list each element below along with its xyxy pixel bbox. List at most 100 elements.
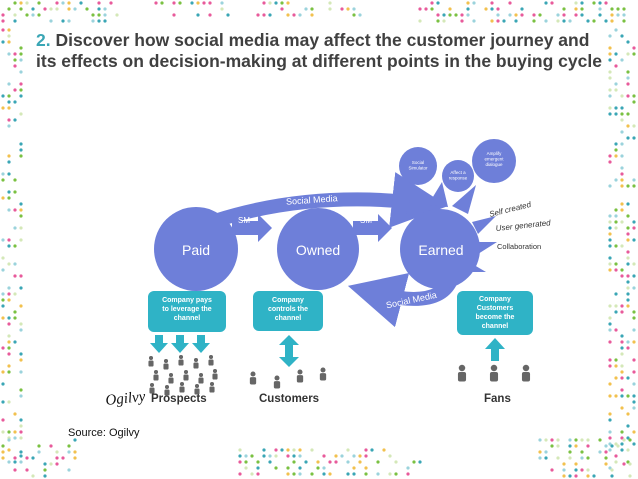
decorative-dot	[620, 208, 624, 212]
decorative-dot	[620, 106, 624, 110]
person-icon	[163, 358, 169, 370]
decorative-dot	[388, 454, 392, 458]
decorative-dot	[620, 94, 624, 98]
decorative-dot	[322, 454, 326, 458]
decorative-dot	[632, 328, 636, 332]
slide-heading: 2. Discover how social media may affect …	[36, 30, 606, 72]
decorative-dot	[61, 456, 65, 460]
decorative-dot	[13, 274, 17, 278]
decorative-dot	[608, 412, 612, 416]
decorative-dot	[346, 448, 350, 452]
decorative-dot	[626, 70, 630, 74]
decorative-dot	[418, 7, 422, 11]
decorative-dot	[1, 456, 5, 460]
decorative-dot	[13, 316, 17, 320]
decorative-dot	[19, 94, 23, 98]
decorative-dot	[7, 262, 11, 266]
person-icon	[249, 371, 257, 385]
decorative-dot	[614, 454, 618, 458]
decorative-dot	[7, 298, 11, 302]
decorative-dot	[604, 456, 608, 460]
decorative-dot	[568, 474, 572, 478]
decorative-dot	[13, 118, 17, 122]
decorative-dot	[364, 466, 368, 470]
decorative-dot	[620, 334, 624, 338]
decorative-dot	[31, 474, 35, 478]
decorative-dot	[250, 454, 254, 458]
decorative-dot	[190, 1, 194, 5]
decorative-dot	[632, 52, 636, 56]
decorative-dot	[632, 46, 636, 50]
top-arrow-label: Social Media	[286, 193, 338, 207]
decorative-dot	[49, 7, 53, 11]
fans-label: Fans	[484, 393, 511, 405]
decorative-dot	[580, 7, 584, 11]
decorative-dot	[328, 7, 332, 11]
decorative-dot	[614, 112, 618, 116]
decorative-dot	[298, 466, 302, 470]
decorative-dot	[626, 292, 630, 296]
decorative-dot	[310, 13, 314, 17]
decorative-dot	[67, 19, 71, 23]
decorative-dot	[262, 1, 266, 5]
decorative-dot	[115, 13, 119, 17]
decorative-dot	[436, 13, 440, 17]
decorative-dot	[472, 1, 476, 5]
decorative-dot	[298, 454, 302, 458]
decorative-dot	[286, 454, 290, 458]
decorative-dot	[620, 364, 624, 368]
decorative-dot	[7, 460, 11, 464]
decorative-dot	[73, 7, 77, 11]
decorative-dot	[19, 430, 23, 434]
person-icon	[209, 381, 215, 393]
person-icon	[296, 369, 304, 383]
decorative-dot	[13, 1, 17, 5]
decorative-dot	[604, 1, 608, 5]
decorative-dot	[7, 334, 11, 338]
decorative-dot	[580, 468, 584, 472]
decorative-dot	[608, 256, 612, 260]
owned-channel-box	[253, 291, 323, 331]
decorative-dot	[1, 238, 5, 242]
decorative-dot	[620, 304, 624, 308]
decorative-dot	[574, 462, 578, 466]
decorative-dot	[244, 466, 248, 470]
decorative-dot	[268, 13, 272, 17]
decorative-dot	[632, 124, 636, 128]
decorative-dot	[7, 52, 11, 56]
decorative-dot	[586, 19, 590, 23]
decorative-dot	[208, 13, 212, 17]
decorative-dot	[568, 438, 572, 442]
decorative-dot	[632, 400, 636, 404]
decorative-dot	[562, 13, 566, 17]
decorative-dot	[608, 382, 612, 386]
decorative-dot	[172, 13, 176, 17]
decorative-dot	[490, 1, 494, 5]
decorative-dot	[608, 244, 612, 248]
source-credit: Source: Ogilvy	[68, 427, 140, 439]
decorative-dot	[31, 13, 35, 17]
decorative-dot	[620, 220, 624, 224]
decorative-dot	[608, 76, 612, 80]
decorative-dot	[608, 262, 612, 266]
decorative-dot	[1, 430, 5, 434]
decorative-dot	[1, 106, 5, 110]
decorative-dot	[620, 394, 624, 398]
decorative-dot	[19, 52, 23, 56]
decorative-dot	[608, 184, 612, 188]
decorative-dot	[538, 450, 542, 454]
decorative-dot	[632, 430, 636, 434]
decorative-dot	[7, 196, 11, 200]
decorative-dot	[556, 456, 560, 460]
decorative-dot	[67, 450, 71, 454]
decorative-dot	[55, 450, 59, 454]
decorative-dot	[358, 13, 362, 17]
decorative-dot	[608, 88, 612, 92]
decorative-dot	[568, 19, 572, 23]
decorative-dot	[620, 274, 624, 278]
owned-label: Owned	[296, 242, 340, 258]
decorative-dot	[544, 438, 548, 442]
decorative-dot	[1, 400, 5, 404]
decorative-dot	[7, 94, 11, 98]
